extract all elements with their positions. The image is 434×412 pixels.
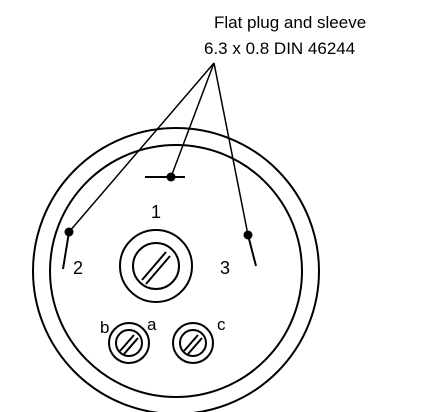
callout-leader-lines <box>68 62 249 236</box>
terminal-a-label: a <box>147 315 157 334</box>
central-screw-icon <box>119 229 193 303</box>
pin-1-contact <box>145 172 185 182</box>
callout-label-line1: Flat plug and sleeve <box>214 13 366 32</box>
leader-line-pin1 <box>170 62 215 178</box>
pin-2-contact <box>62 227 74 270</box>
leader-line-pin2 <box>68 62 215 233</box>
pin-2-label: 2 <box>73 258 83 278</box>
pin-1-label: 1 <box>151 202 161 222</box>
pin-3-label: 3 <box>220 258 230 278</box>
terminal-screw-c-icon <box>172 322 214 364</box>
pin-3-contact <box>243 230 257 267</box>
terminal-screw-ab-icon <box>108 322 150 364</box>
connector-inner-ring <box>49 144 303 398</box>
callout-label-line2: 6.3 x 0.8 DIN 46244 <box>204 39 355 58</box>
leader-line-pin3 <box>213 62 249 236</box>
terminal-c-label: c <box>217 315 226 334</box>
terminal-b-label: b <box>100 318 109 337</box>
connector-outer-ring <box>32 127 320 412</box>
